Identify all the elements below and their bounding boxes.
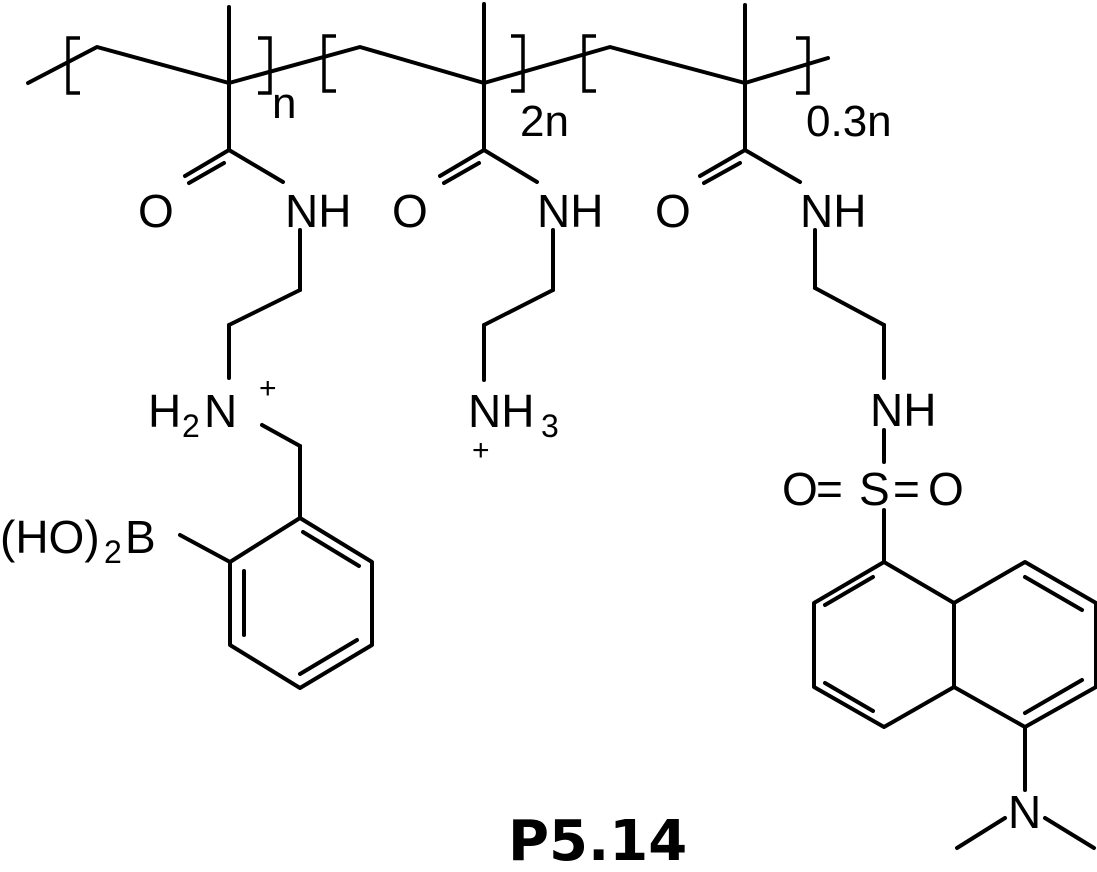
repeat-count-unit-1: n — [272, 79, 296, 128]
ammonium-label: H 2 N + — [148, 372, 277, 444]
sulfonyl-group-label: O = S = O — [782, 463, 964, 515]
side-chain-dansyl — [698, 81, 1097, 850]
svg-text:3: 3 — [541, 408, 559, 444]
svg-text:O: O — [928, 463, 964, 515]
svg-text:+: + — [259, 372, 277, 405]
repeat-count-unit-2: 2n — [520, 97, 569, 146]
svg-text:2: 2 — [104, 534, 122, 570]
carbonyl-oxygen-2: O — [392, 185, 428, 237]
svg-text:H: H — [148, 385, 181, 437]
side-chain-boronic-acid — [178, 81, 374, 690]
amide-nh-3: NH — [800, 185, 866, 237]
dimethylamino-nitrogen: N — [1008, 786, 1041, 838]
side-chain-aminoethyl — [438, 81, 555, 382]
amide-nh-2: NH — [537, 185, 603, 237]
svg-text:B: B — [125, 511, 156, 563]
sulfonamide-nh: NH — [870, 384, 936, 436]
amide-nh-1: NH — [285, 185, 351, 237]
svg-text:N: N — [204, 385, 237, 437]
carbonyl-oxygen-3: O — [655, 185, 691, 237]
boronic-acid-label: (HO) 2 B — [0, 511, 156, 570]
svg-text:(HO): (HO) — [0, 511, 100, 563]
repeat-count-unit-3: 0.3n — [806, 97, 892, 146]
svg-text:O: O — [782, 463, 818, 515]
polymer-backbone — [26, 2, 830, 85]
svg-text:2: 2 — [182, 408, 200, 444]
compound-label: P5.14 — [508, 809, 687, 872]
carbonyl-oxygen-1: O — [138, 185, 174, 237]
svg-text:+: + — [472, 434, 490, 467]
repeat-brackets — [66, 34, 810, 95]
svg-text:=: = — [816, 463, 843, 515]
svg-text:S: S — [859, 463, 890, 515]
ammonium-nh3-label: NH 3 + — [468, 385, 559, 467]
svg-text:NH: NH — [468, 385, 534, 437]
svg-text:=: = — [893, 463, 920, 515]
